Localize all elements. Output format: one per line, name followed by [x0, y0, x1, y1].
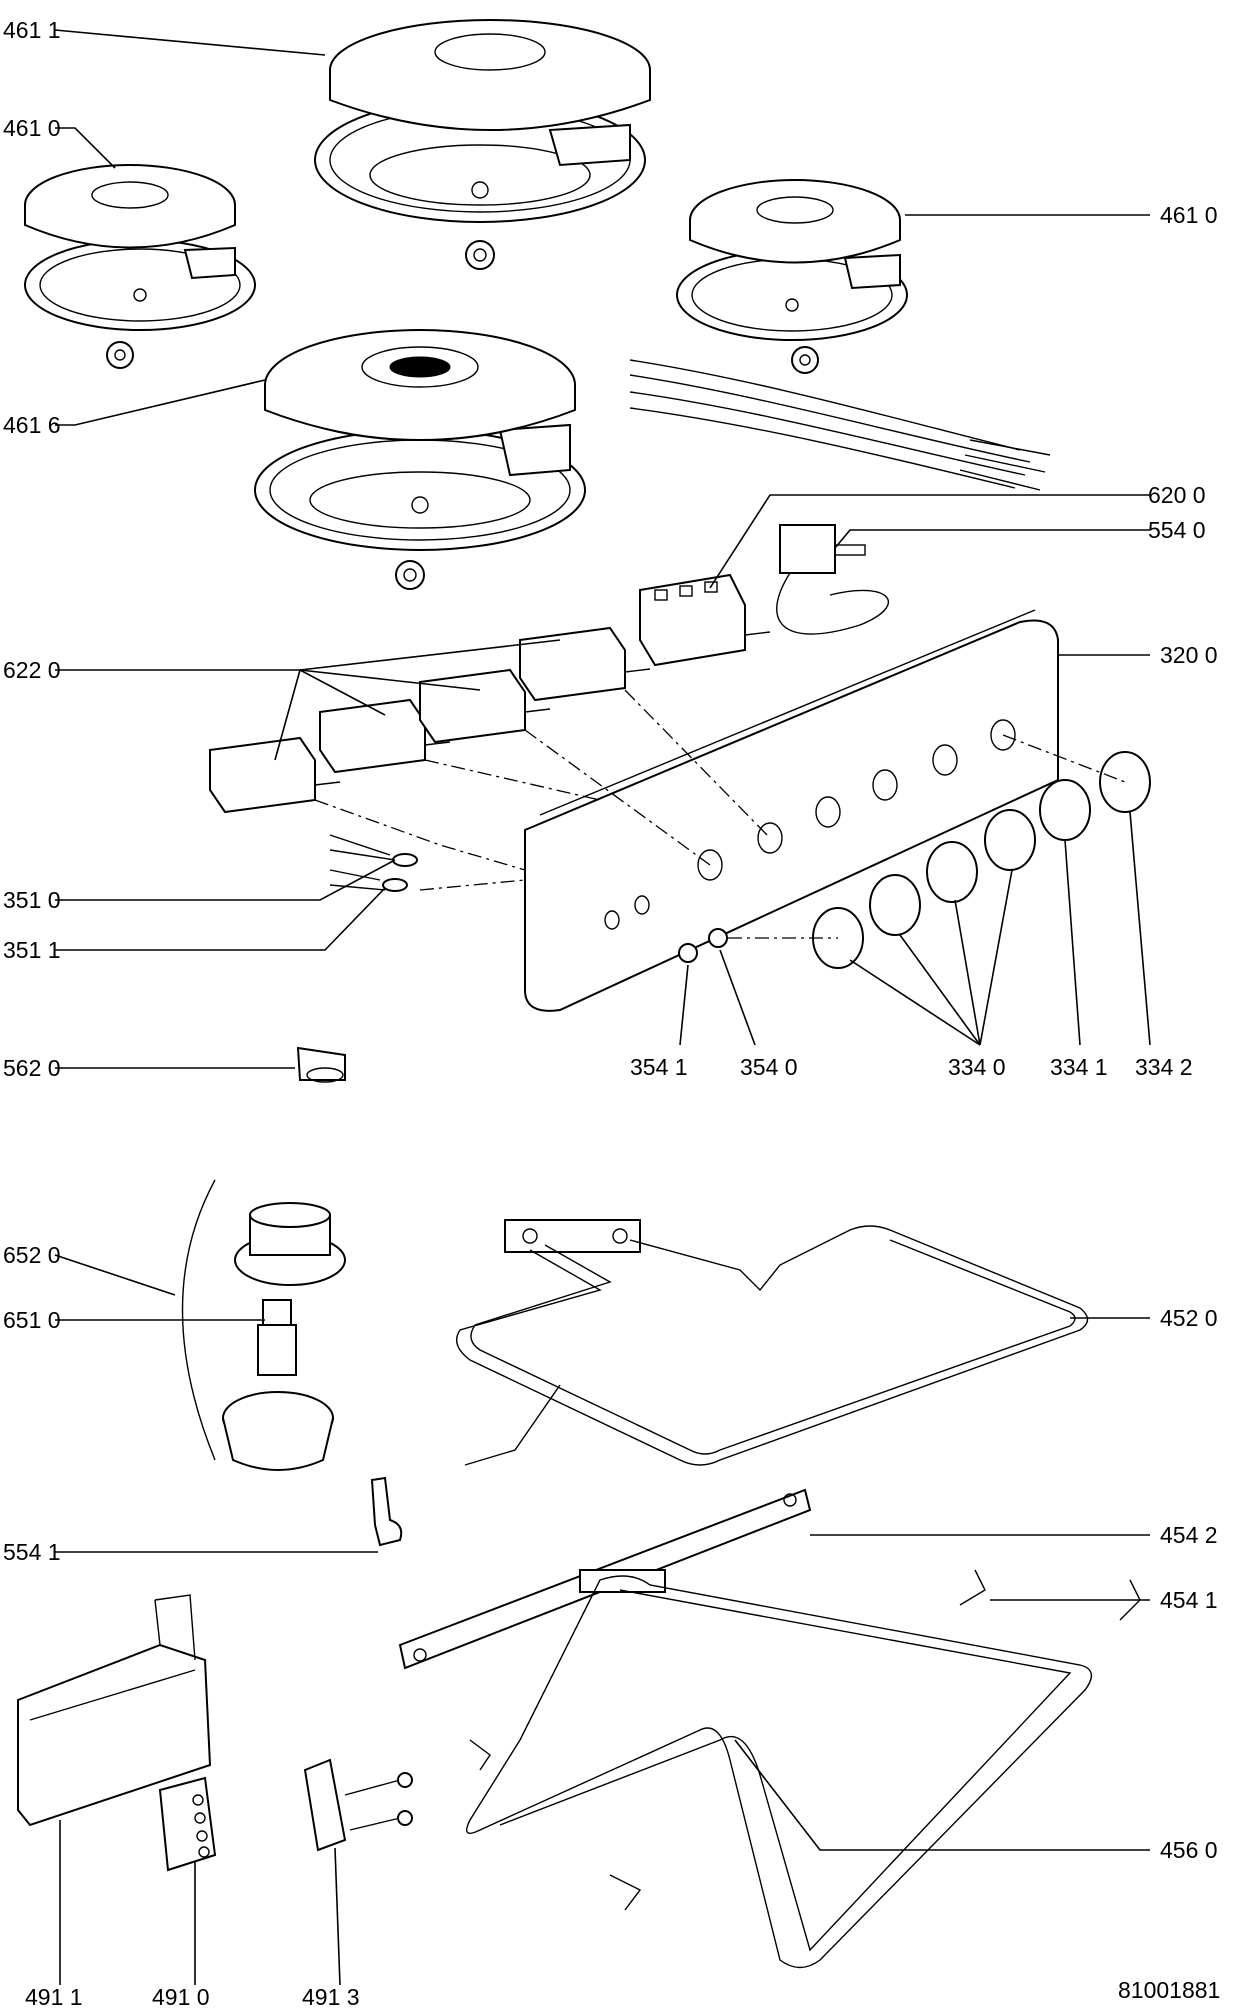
callout-334-0: 334 0	[948, 1054, 1006, 1080]
callout-456-0: 456 0	[1160, 1837, 1218, 1863]
callout-354-1: 354 1	[630, 1054, 688, 1080]
callout-461-1: 461 1	[3, 17, 61, 43]
callout-454-2: 454 2	[1160, 1522, 1218, 1548]
oven-lamp	[181, 1179, 346, 1471]
callout-562-0: 562 0	[3, 1055, 61, 1081]
control-panel	[524, 609, 1059, 1012]
hotplate-right	[676, 179, 908, 374]
thermostat-switch	[639, 573, 771, 667]
callout-461-6: 461 6	[3, 412, 61, 438]
hotplate-front-left	[254, 329, 586, 590]
callout-622-0: 622 0	[3, 657, 61, 683]
drawing-number: 81001881	[1118, 1977, 1220, 2003]
cable-clamp	[303, 1758, 413, 1852]
callout-651-0: 651 0	[3, 1307, 61, 1333]
callout-334-2: 334 2	[1135, 1054, 1193, 1080]
callout-320-0: 320 0	[1160, 642, 1218, 668]
knobs	[812, 751, 1151, 969]
leader-lines	[54, 29, 1151, 1986]
bracket-clip	[370, 1476, 403, 1547]
wire-harness	[629, 359, 1051, 491]
pilot-lamps	[678, 928, 728, 963]
callout-354-0: 354 0	[740, 1054, 798, 1080]
hotplate-top-center	[314, 19, 651, 270]
connectors	[329, 834, 418, 892]
callout-554-0: 554 0	[1148, 517, 1206, 543]
thermal-cutout	[296, 1046, 346, 1083]
nut	[465, 240, 495, 270]
terminal-block	[158, 1776, 217, 1872]
terminal-cover	[17, 1594, 212, 1827]
callout-652-0: 652 0	[3, 1242, 61, 1268]
callout-554-1: 554 1	[3, 1539, 61, 1565]
thermostat	[776, 524, 890, 635]
callout-454-1: 454 1	[1160, 1587, 1218, 1613]
callout-452-0: 452 0	[1160, 1305, 1218, 1331]
callout-620-0: 620 0	[1148, 482, 1206, 508]
callout-461-0-right: 461 0	[1160, 202, 1218, 228]
callout-491-0: 491 0	[152, 1984, 210, 2010]
callout-351-0: 351 0	[3, 887, 61, 913]
selector-switches	[209, 626, 651, 814]
callout-461-0-left: 461 0	[3, 115, 61, 141]
hotplate-top-left	[24, 164, 256, 369]
callout-491-3: 491 3	[302, 1984, 360, 2010]
upper-element	[456, 1219, 1089, 1466]
callout-351-1: 351 1	[3, 937, 61, 963]
callout-491-1: 491 1	[25, 1984, 83, 2010]
lower-element	[466, 1569, 1141, 1969]
callout-334-1: 334 1	[1050, 1054, 1108, 1080]
